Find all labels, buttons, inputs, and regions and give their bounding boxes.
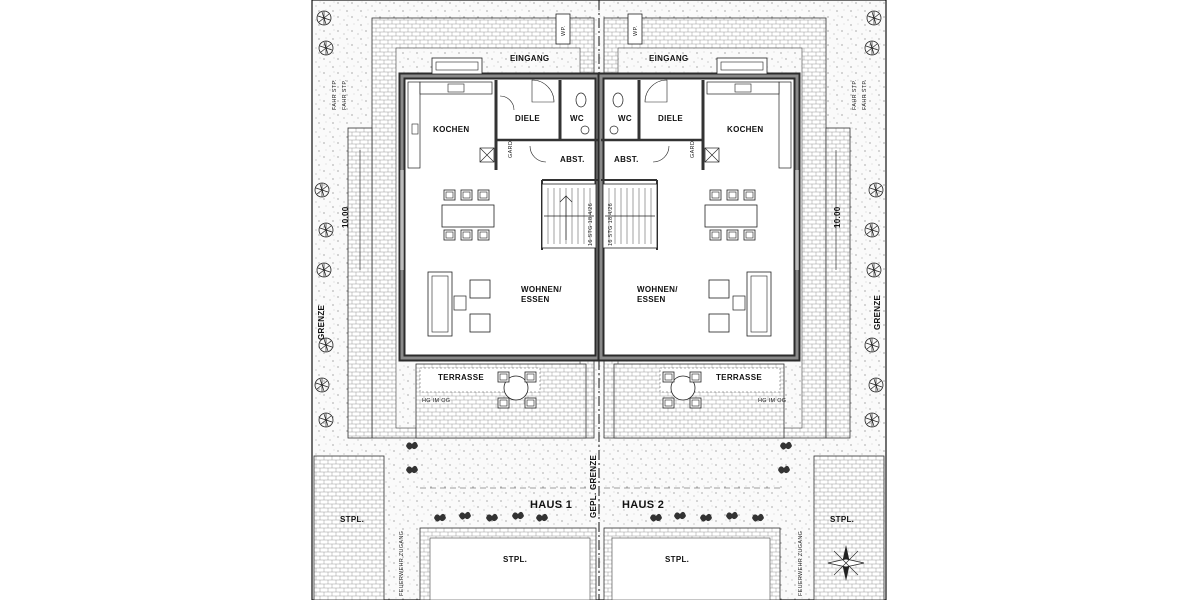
label-dimension-right: 10.00: [833, 206, 842, 228]
label-eingang-2: EINGANG: [649, 54, 688, 63]
label-fahr-stp-2: FAHR STP.: [342, 79, 348, 110]
label-diele-1: DIELE: [515, 114, 540, 123]
label-hg-2: HG IM OG: [758, 398, 786, 404]
label-wc-1: WC: [570, 114, 584, 123]
label-abst-2: ABST.: [614, 155, 639, 164]
label-wp-1: WP.: [561, 25, 567, 36]
label-stpl-right: STPL.: [830, 515, 854, 524]
stair-icon: [541, 183, 597, 249]
label-kochen-2: KOCHEN: [727, 125, 763, 134]
parking-right-side: [813, 455, 885, 600]
label-essen-1: ESSEN: [521, 295, 550, 304]
label-stair-note-1: 16 STG 18,4/26: [588, 203, 594, 246]
label-abst-1: ABST.: [560, 155, 585, 164]
label-wohnen-1: WOHNEN/: [521, 285, 562, 294]
label-grenze-left: GRENZE: [317, 305, 326, 340]
label-terrasse-1: TERRASSE: [438, 373, 484, 382]
parking-left-side: [313, 455, 385, 600]
label-gard-1: GARD.: [508, 139, 514, 158]
north-arrow-icon: [827, 545, 865, 581]
label-wohnen-2: WOHNEN/: [637, 285, 678, 294]
label-haus-2: HAUS 2: [622, 499, 664, 511]
label-fahr-stp-3: FAHR STP.: [852, 79, 858, 110]
label-gard-2: GARD.: [690, 139, 696, 158]
label-stpl-bottom-1: STPL.: [503, 555, 527, 564]
label-fahr-stp-4: FAHR STP.: [862, 79, 868, 110]
label-terrasse-2: TERRASSE: [716, 373, 762, 382]
label-gepl-grenze: GEPL. GRENZE: [589, 454, 598, 518]
label-feuerwehr-1: FEUERWEHR ZUGANG: [399, 531, 405, 596]
house-1: [398, 57, 602, 409]
label-wp-2: WP.: [633, 25, 639, 36]
label-haus-1: HAUS 1: [530, 499, 572, 511]
label-wc-2: WC: [618, 114, 632, 123]
label-stpl-bottom-2: STPL.: [665, 555, 689, 564]
label-diele-2: DIELE: [658, 114, 683, 123]
stair-icon: [602, 183, 658, 249]
label-feuerwehr-2: FEUERWEHR ZUGANG: [798, 531, 804, 596]
label-grenze-right: GRENZE: [873, 295, 882, 330]
label-stair-note-2: 16 STG 18,4/26: [608, 203, 614, 246]
label-fahr-stp-1: FAHR STP.: [332, 79, 338, 110]
label-hg-1: HG IM OG: [422, 398, 450, 404]
house-2: [597, 57, 801, 409]
label-kochen-1: KOCHEN: [433, 125, 469, 134]
label-essen-2: ESSEN: [637, 295, 666, 304]
label-dimension-left: 10.00: [341, 206, 350, 228]
label-eingang-1: EINGANG: [510, 54, 549, 63]
label-stpl-left: STPL.: [340, 515, 364, 524]
